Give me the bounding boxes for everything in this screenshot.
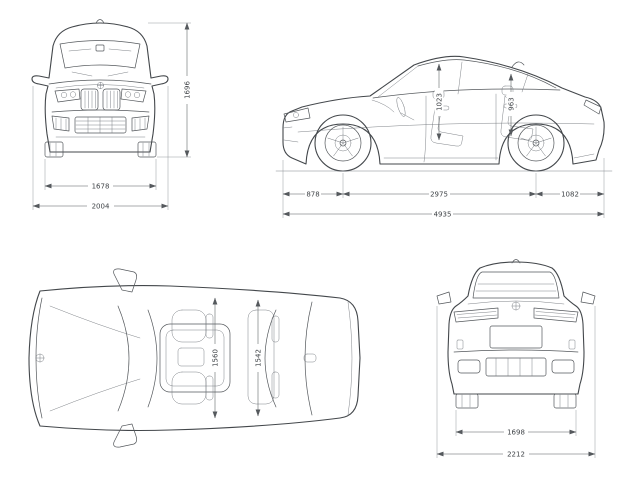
hood-line: [48, 79, 152, 85]
roof-antenna-fin: [95, 19, 105, 24]
tailgate-crease: [467, 300, 565, 305]
side-glasshouse: [372, 59, 561, 99]
antenna-fin: [303, 353, 317, 363]
right-mirror: [113, 423, 138, 448]
rear-wheel: [507, 114, 565, 172]
rear-wheels: [455, 393, 577, 409]
front-windshield: [59, 40, 141, 77]
left-mirror: [436, 291, 452, 305]
front-wheels: [44, 141, 157, 158]
top-car-body: [28, 268, 361, 448]
steering-wheel: [396, 97, 406, 117]
wipers: [71, 71, 129, 77]
trunk-edge: [304, 301, 313, 416]
roof-antenna-fin: [511, 259, 521, 264]
dim-rear-headroom-label: 963: [508, 97, 516, 110]
roof-antenna-fin: [511, 61, 525, 68]
dim-height-label: 1696: [184, 81, 192, 99]
rear-bench: [247, 309, 275, 405]
top-view-drawing: 1560 1542: [28, 268, 361, 448]
rear-window: [472, 271, 560, 299]
right-mirror: [580, 291, 596, 305]
windshield-front-edge: [117, 305, 130, 412]
roof-panel: [159, 323, 231, 393]
rear-diffuser: [457, 357, 575, 377]
dim-front-track-label: 1678: [92, 183, 110, 191]
license-plate-area: [489, 325, 543, 349]
sunroof: [165, 329, 225, 387]
top-seats: [171, 309, 280, 405]
dim-rear-interior-width-label: 1542: [255, 349, 263, 367]
side-taillight: [583, 99, 602, 115]
side-view-drawing: 1023 963 878 2975 1082 4935: [275, 55, 613, 219]
roof-front-edge: [147, 309, 158, 408]
bmw-roundel-icon: [511, 301, 521, 311]
exhaust-left: [457, 359, 481, 374]
dim-front-interior-width: 1560: [210, 297, 220, 419]
dim-rear-overhang-label: 1082: [561, 191, 579, 199]
taillights: [453, 307, 579, 323]
dim-width-with-mirrors: 2212: [436, 306, 596, 459]
dim-front-track: 1678: [44, 159, 157, 191]
rear-window-edge: [264, 309, 277, 408]
front-air-intakes: [51, 115, 150, 134]
dim-rear-track: 1698: [455, 410, 577, 437]
side-dimensions: 878 2975 1082 4935: [282, 158, 605, 219]
dim-front-headroom: 1023: [434, 63, 444, 141]
reflector-left: [456, 339, 464, 350]
rear-seat: [500, 95, 534, 141]
dim-height: 1696: [148, 22, 192, 158]
dim-overall-width-label: 2004: [92, 203, 110, 211]
kidney-grille: [80, 88, 121, 111]
side-car-body: [275, 55, 613, 172]
reflector-right: [568, 339, 576, 350]
front-wheel: [314, 114, 372, 172]
bumper-line: [51, 109, 150, 113]
side-headlight: [283, 107, 311, 123]
center-console: [177, 347, 205, 367]
dim-front-interior-width-label: 1560: [212, 349, 220, 367]
dim-rear-headroom: 963: [506, 73, 516, 137]
rear-view-drawing: 1698 2212: [436, 259, 596, 459]
spoiler-edge: [347, 301, 353, 416]
dim-front-overhang-label: 878: [306, 191, 319, 199]
bumper-line: [453, 349, 579, 353]
dim-wheelbase-label: 2975: [430, 191, 448, 199]
headlights: [54, 88, 147, 103]
hood-creases: [49, 305, 141, 412]
rear-car-body: [436, 259, 596, 409]
dim-width-with-mirrors-label: 2212: [507, 451, 525, 459]
left-mirror: [113, 268, 138, 293]
front-car-body: [31, 19, 169, 158]
dim-overall-length-label: 4935: [434, 211, 452, 219]
dim-rear-interior-width: 1542: [253, 299, 263, 417]
front-view-drawing: 1696 1678 2004: [31, 19, 192, 211]
dim-rear-track-label: 1698: [507, 429, 525, 437]
dim-overall-width: 2004: [32, 86, 169, 211]
interior-mirror: [95, 44, 105, 52]
dim-front-headroom-label: 1023: [436, 93, 444, 111]
bmw-roundel-icon: [97, 82, 104, 89]
front-bumper-detail: [282, 126, 299, 143]
exhaust-right: [551, 359, 575, 374]
bmw-roundel-icon: [35, 353, 45, 363]
